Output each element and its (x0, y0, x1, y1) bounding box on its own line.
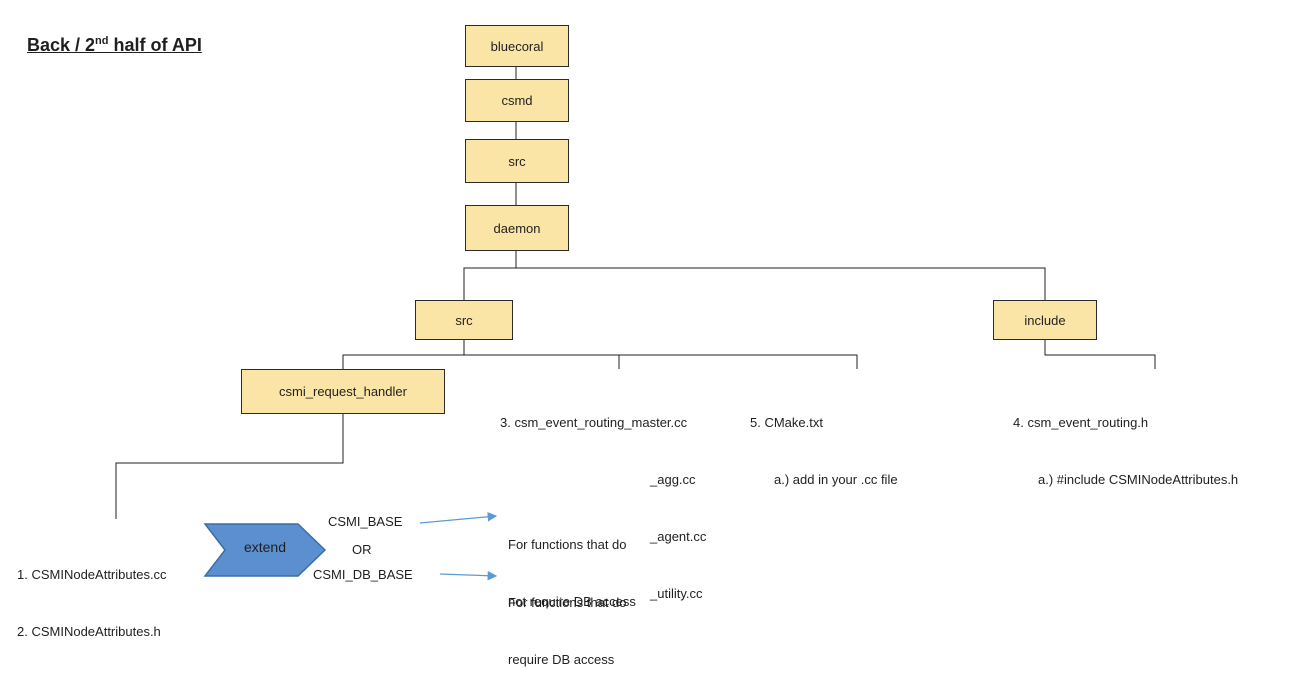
connector-lines (115, 67, 1156, 581)
node-include: include (993, 300, 1097, 340)
node-src-top: src (465, 139, 569, 183)
extend-label: extend (243, 539, 287, 555)
db-base-arrow (439, 570, 498, 581)
page-title: Back / 2nd half of API (27, 35, 202, 55)
base-description: For functions that do not require DB acc… (508, 537, 636, 609)
node-daemon: daemon (465, 205, 569, 251)
note-files: 1. CSMINodeAttributes.cc 2. CSMINodeAttr… (17, 567, 167, 639)
db-base-description: For functions that do require DB access (508, 595, 627, 667)
node-request-handler: csmi_request_handler (241, 369, 445, 414)
node-csmd: csmd (465, 79, 569, 122)
node-bluecoral: bluecoral (465, 25, 569, 67)
or-label: OR (352, 542, 372, 557)
note-routing-master: 3. csm_event_routing_master.cc _agg.cc _… (500, 415, 707, 601)
base-arrow (419, 511, 498, 524)
db-base-option: CSMI_DB_BASE (313, 567, 413, 582)
extend-arrow (203, 523, 327, 577)
base-option: CSMI_BASE (328, 514, 403, 529)
note-cmake: 5. CMake.txt a.) add in your .cc file (750, 415, 898, 487)
note-routing-h: 4. csm_event_routing.h a.) #include CSMI… (1013, 415, 1239, 487)
node-src: src (415, 300, 513, 340)
